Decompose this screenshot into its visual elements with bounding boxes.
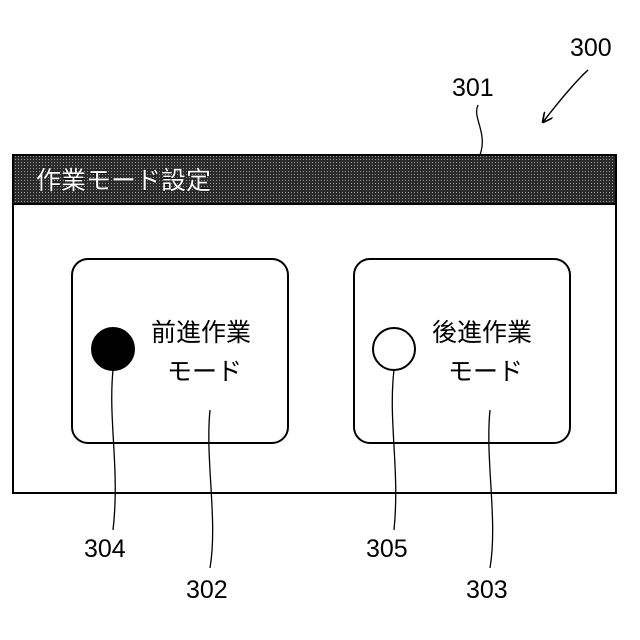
forward-mode-label-line2: モード xyxy=(167,357,242,386)
forward-mode-radio[interactable] xyxy=(92,328,134,370)
reverse-mode-radio[interactable] xyxy=(373,328,415,370)
option-303-ref: 303 xyxy=(466,576,508,604)
option-302-ref: 302 xyxy=(186,576,228,604)
radio-305-ref: 305 xyxy=(366,535,408,563)
forward-mode-label-line1: 前進作業 xyxy=(151,318,251,347)
window-ref-label: 301 xyxy=(452,74,494,102)
radio-304-ref: 304 xyxy=(84,535,126,563)
window-ref-leader xyxy=(477,105,483,155)
figure-ref-label: 300 xyxy=(570,34,612,62)
window-title: 作業モード設定 xyxy=(36,166,211,195)
reverse-mode-label-line1: 後進作業 xyxy=(432,318,532,347)
figure-ref-arrow xyxy=(543,70,588,122)
reverse-mode-label-line2: モード xyxy=(448,357,523,386)
